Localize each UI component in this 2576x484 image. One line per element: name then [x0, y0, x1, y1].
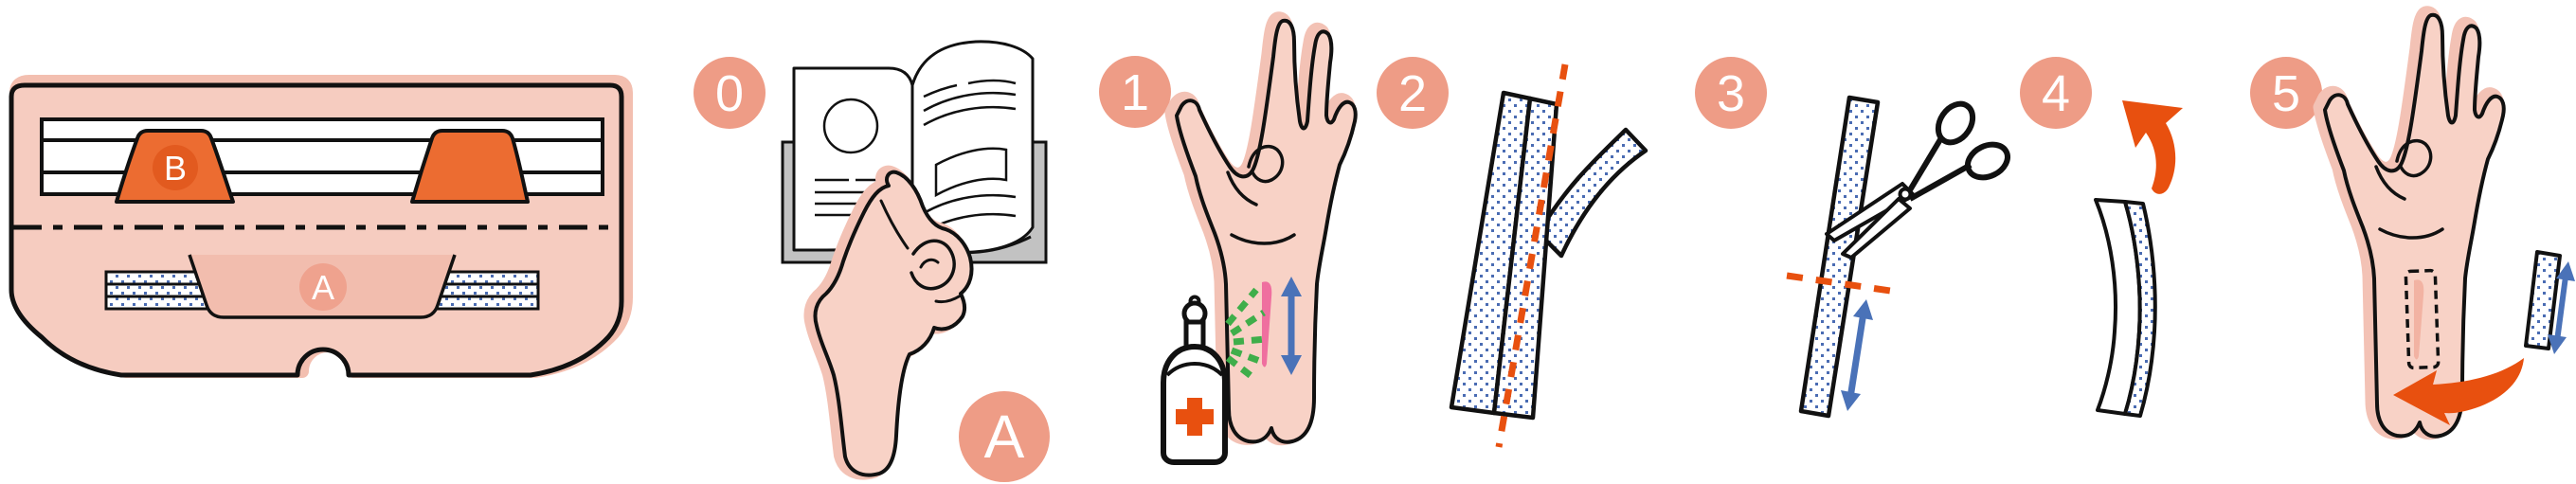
- pointing-hand-finger-edge: [879, 199, 910, 250]
- step-5: 5: [2250, 12, 2575, 437]
- kit-pocket-a-label-circle: [299, 263, 347, 311]
- reference-badge-circle: [959, 391, 1050, 482]
- plaster-strip-right: [1491, 96, 1559, 421]
- pointing-hand-thumb-line: [934, 294, 963, 304]
- step-2-badge-label: 2: [1398, 65, 1427, 122]
- wound-mark: [1262, 281, 1272, 367]
- step-2-badge-circle: [1377, 57, 1449, 129]
- step-1-badge-label: 1: [1121, 64, 1149, 121]
- step-0-badge-label: 0: [715, 65, 744, 122]
- step-4-badge-circle: [2020, 57, 2092, 129]
- step-3-badge-label: 3: [1717, 65, 1745, 122]
- step-1: 1: [1099, 18, 1356, 465]
- pocket-strip-left: [104, 270, 220, 311]
- apply-curved-arrow: [2393, 358, 2524, 425]
- first-aid-kit-case: B A: [9, 75, 633, 378]
- plaster-placement-dashed-rect: [2404, 268, 2441, 370]
- step-5-badge-label: 5: [2272, 65, 2300, 122]
- step-1-badge-circle: [1099, 56, 1171, 128]
- step-4-badge-label: 4: [2042, 65, 2070, 122]
- step-0-badge-circle: [694, 57, 766, 129]
- pointing-hand-curled-finger: [910, 239, 956, 291]
- kit-tab-b-label-circle: [153, 145, 198, 190]
- plaster-half-dotted: [2123, 200, 2157, 418]
- step-3: 3: [1695, 57, 2010, 419]
- length-arrow: [1841, 299, 1873, 411]
- kit-tab-b-label: B: [164, 149, 187, 188]
- step-4: 4: [2020, 57, 2183, 418]
- kit-pocket-a-label: A: [312, 268, 334, 307]
- scissors-icon: [1825, 100, 2010, 260]
- covered-wound-mark: [2414, 279, 2424, 360]
- rub-direction-arrow: [1281, 277, 1302, 375]
- spray-mist-icon: [1225, 287, 1267, 380]
- step-5-badge-circle: [2250, 57, 2322, 129]
- step-3-badge-circle: [1695, 57, 1767, 129]
- cut-dashed-line: [1786, 272, 1898, 296]
- plaster-strip-single: [1798, 95, 1881, 419]
- plaster-piece: [2524, 250, 2562, 350]
- antiseptic-spray-can-icon: [1161, 295, 1228, 465]
- pointing-hand-outline: [813, 170, 974, 477]
- kit-tab-right: [410, 129, 530, 204]
- peel-curved-arrow: [2122, 100, 2183, 194]
- split-dashed-line: [1495, 63, 1569, 448]
- book-left-figure-circle: [822, 98, 879, 154]
- reference-badge-label: A: [984, 403, 1025, 471]
- step-2: 2: [1377, 57, 1648, 448]
- pointing-hand-inner-crease: [919, 258, 940, 269]
- peeling-branch-strip: [1536, 127, 1648, 259]
- red-cross-icon: [1176, 398, 1214, 436]
- kit-pocket-a-edge: [188, 254, 457, 319]
- step-0: 0: [694, 40, 1050, 482]
- pointing-hand-icon: [803, 165, 974, 480]
- arm-icon: [2319, 12, 2504, 437]
- plaster-length-arrow: [2548, 261, 2575, 354]
